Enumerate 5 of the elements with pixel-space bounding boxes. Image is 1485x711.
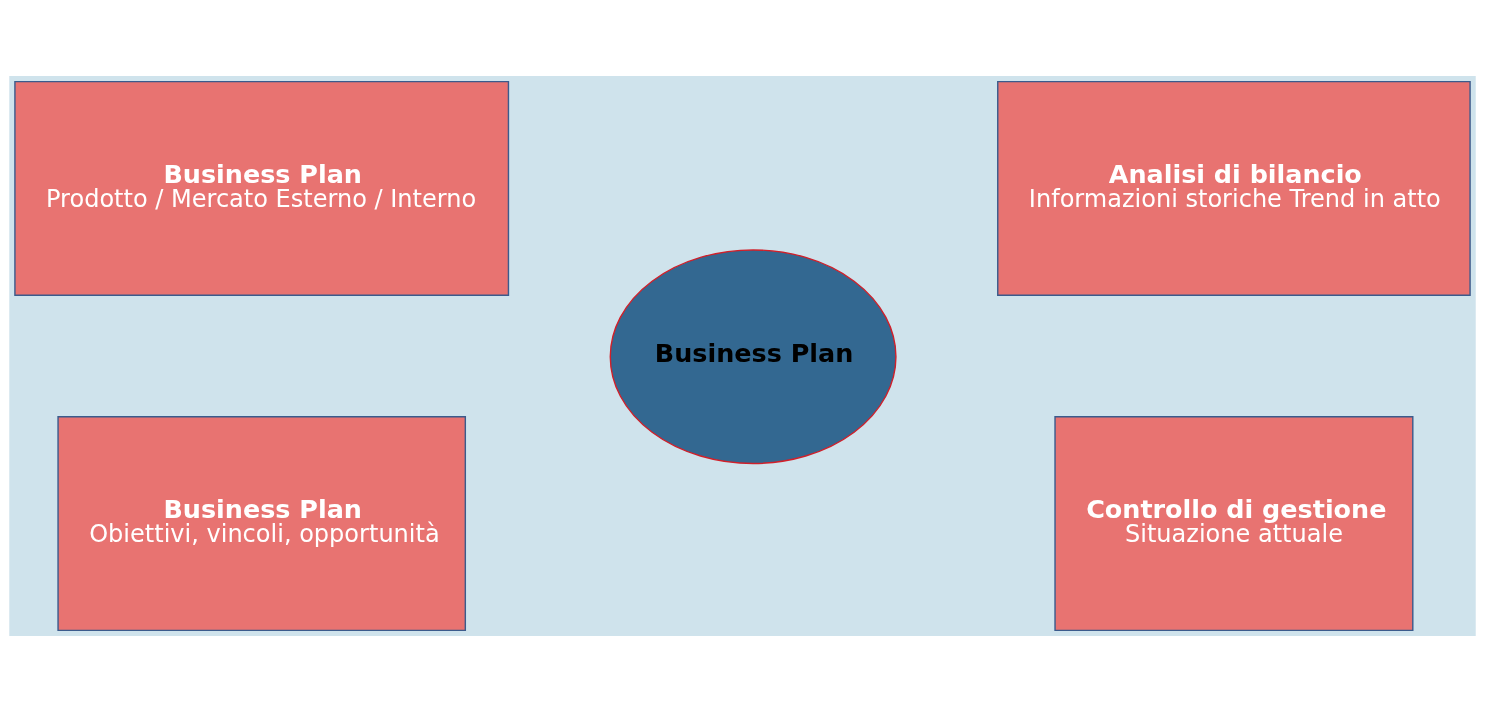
node-box: Business Plan Obiettivi, vincoli, opportunità <box>57 415 467 631</box>
node-box: Controllo di gestione Situazione attuale <box>1054 415 1414 631</box>
node-box: Analisi di bilancio Informazioni storiche Trend in atto <box>997 80 1471 296</box>
node-ellipse: Business Plan <box>609 248 897 464</box>
node-box: Business Plan Prodotto / Mercato Esterno / Interno <box>14 80 510 296</box>
